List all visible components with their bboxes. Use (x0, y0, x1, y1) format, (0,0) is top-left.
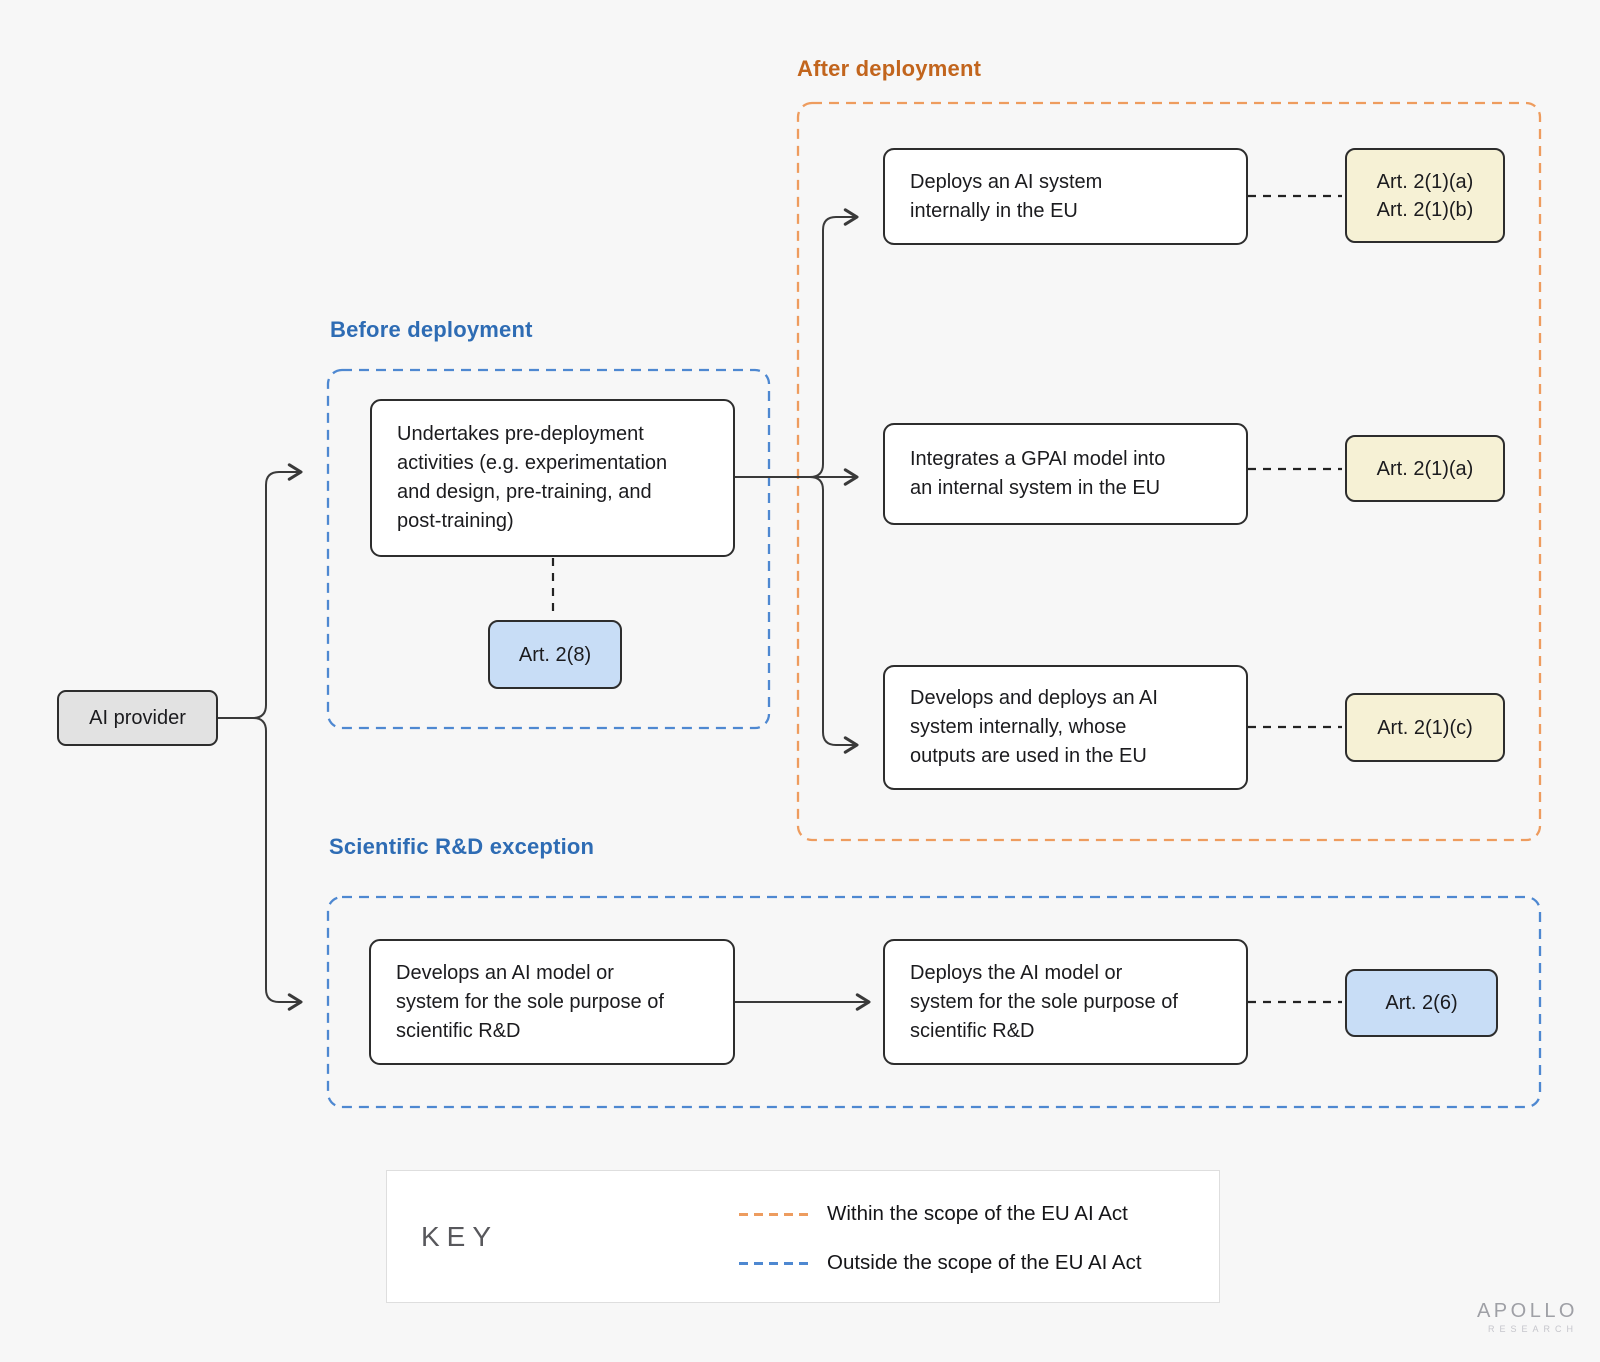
article-2-1-a-b-badge: Art. 2(1)(a) Art. 2(1)(b) (1345, 148, 1505, 243)
legend-item-within-scope: Within the scope of the EU AI Act (739, 1202, 1128, 1226)
node-text-line: system internally, whose (910, 716, 1127, 738)
article-text-line: Art. 2(1)(a) (1376, 170, 1474, 193)
article-2-8-badge: Art. 2(8) (488, 620, 622, 689)
after-deployment-title: After deployment (797, 56, 982, 81)
article-2-6-badge: Art. 2(6) (1345, 969, 1498, 1037)
node-text-line: an internal system in the EU (910, 477, 1161, 499)
blue-dash-swatch (739, 1261, 813, 1265)
article-2-1-a-badge: Art. 2(1)(a) (1345, 435, 1505, 502)
logo-subtitle: RESEARCH (1487, 1324, 1578, 1334)
deploys-internally-node: Deploys an AI system internally in the E… (883, 148, 1248, 245)
node-text-line: Develops an AI model or (396, 961, 614, 984)
ai-provider-node: AI provider (57, 690, 218, 746)
node-text-line: internally in the EU (910, 199, 1078, 222)
before-deployment-title: Before deployment (330, 317, 533, 342)
root-to-scientific-connector (218, 717, 303, 1011)
before-to-develops-deploys-connector (735, 476, 859, 754)
node-text-line: activities (e.g. experimentation (397, 452, 668, 474)
sci-deploys-node: Deploys the AI model or system for the s… (883, 939, 1248, 1065)
undertakes-predeployment-node: Undertakes pre-deployment activities (e.… (370, 399, 735, 557)
integrates-gpai-node: Integrates a GPAI model into an internal… (883, 423, 1248, 525)
article-text-line: Art. 2(8) (518, 643, 592, 666)
after-deployment-outline (796, 101, 1542, 842)
article-text-line: Art. 2(1)(a) (1376, 457, 1474, 480)
node-text-line: Undertakes pre-deployment (397, 423, 644, 445)
before-deployment-outline (326, 368, 771, 730)
legend-label: Within the scope of the EU AI Act (827, 1202, 1128, 1225)
article-2-1-c-badge: Art. 2(1)(c) (1345, 693, 1505, 762)
root-to-before-connector (218, 463, 303, 719)
node-text-line: and design, pre-training, and (397, 481, 652, 503)
node-text-line: Integrates a GPAI model into (910, 448, 1166, 470)
article-text-line: Art. 2(1)(b) (1376, 198, 1474, 221)
scientific-exception-outline (326, 895, 1542, 1109)
node-text-line: scientific R&D (910, 1019, 1035, 1042)
node-text-line: system for the sole purpose of (396, 990, 664, 1013)
article-text-line: Art. 2(6) (1385, 992, 1458, 1014)
node-text-line: outputs are used in the EU (910, 745, 1147, 767)
node-text-line: Develops and deploys an AI (910, 687, 1158, 709)
legend-item-outside-scope: Outside the scope of the EU AI Act (739, 1251, 1142, 1275)
legend-label: Outside the scope of the EU AI Act (827, 1251, 1142, 1274)
node-text-line: Deploys an AI system (910, 170, 1103, 193)
legend-title: KEY (421, 1221, 499, 1252)
develops-deploys-node: Develops and deploys an AI system intern… (883, 665, 1248, 790)
logo-wordmark: APOLLO (1476, 1300, 1578, 1322)
legend-box: KEY Within the scope of the EU AI Act Ou… (386, 1170, 1220, 1303)
apollo-research-logo: APOLLO RESEARCH (1477, 1300, 1578, 1334)
before-to-deploys-connector (735, 208, 859, 478)
node-text-line: system for the sole purpose of (910, 990, 1178, 1013)
article-text-line: Art. 2(1)(c) (1377, 716, 1473, 739)
node-text-line: post-training) (397, 510, 514, 532)
node-text-line: scientific R&D (396, 1019, 521, 1042)
ai-provider-label: AI provider (89, 706, 186, 729)
orange-dash-swatch (739, 1212, 813, 1216)
sci-develops-node: Develops an AI model or system for the s… (369, 939, 735, 1065)
node-text-line: Deploys the AI model or (910, 961, 1123, 984)
scientific-exception-title: Scientific R&D exception (329, 834, 595, 859)
